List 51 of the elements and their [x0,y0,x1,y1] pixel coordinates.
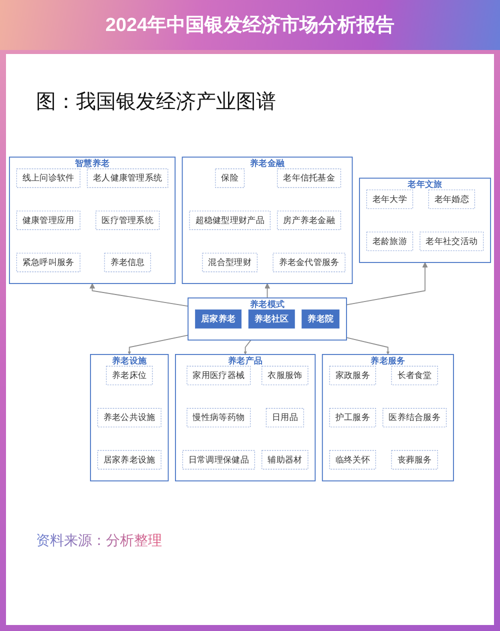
arrow [90,283,188,307]
cluster [322,354,454,482]
node-box [420,232,484,252]
node-box [104,252,151,272]
node-box [382,408,447,428]
report-title: 2024年中国银发经济市场分析报告 [105,14,395,38]
arrow [346,262,428,306]
node-box [16,168,80,188]
node-box [215,168,245,188]
node-box [182,450,255,470]
node-box [86,168,168,188]
cluster [182,156,353,284]
node-box [391,450,438,470]
arrow [128,334,188,355]
cluster [188,297,347,341]
node-box [96,210,160,230]
node-box [277,210,342,230]
cluster [90,354,169,482]
node-box [262,450,308,470]
node-box [302,309,340,329]
node-box [202,252,258,272]
arrow [346,337,390,355]
node-box [366,232,414,252]
source-note: 资料来源：分析整理 [36,532,162,550]
figure-title: 图：我国银发经济产业图谱 [36,90,276,115]
node-box [272,252,346,272]
cluster [9,156,176,284]
node-box [186,408,251,428]
node-box [248,309,295,329]
arrow [264,283,270,298]
node-box [366,190,414,209]
card-background: 图：我国银发经济产业图谱 养老服务 家政服务 护工服务 长者食堂 医养结合服务 临终关怀 丧葬服务 养老产品 家用医疗器械 慢性病等药物 衣服服饰 日用品 日常调理保健品 辅助器材 养老设施 养老床位 养老公共设施 居家养老设施 养老模式 居家养老 养老社区 养老院 老年文旅 老年大学 老龄旅游 老年婚恋 老年社交活动 养老金融 保险 超稳健型理财产品 老年信托基金 房产养老金融 混合型理财 养老金代管服务 智慧养老 线上问诊软件 健康管理应用 老人健康管理系统 医疗管理系统 紧急呼叫服务 养老信息 资料来源：分析整理 [6,54,494,625]
cluster [175,354,316,482]
node-box [428,190,475,209]
node-box [106,366,153,386]
node-box [391,366,438,386]
node-box [329,450,376,470]
node-box [97,408,162,428]
node-box [16,252,80,272]
node-box [329,366,376,386]
node-box [16,210,80,230]
cluster [359,178,491,263]
node-box [195,309,242,329]
arrow [244,340,252,355]
node-box [97,450,162,470]
node-box [186,366,251,386]
node-box [329,408,376,428]
node-box [277,168,342,188]
node-box [262,366,308,386]
node-box [266,408,304,428]
node-box [189,210,270,230]
